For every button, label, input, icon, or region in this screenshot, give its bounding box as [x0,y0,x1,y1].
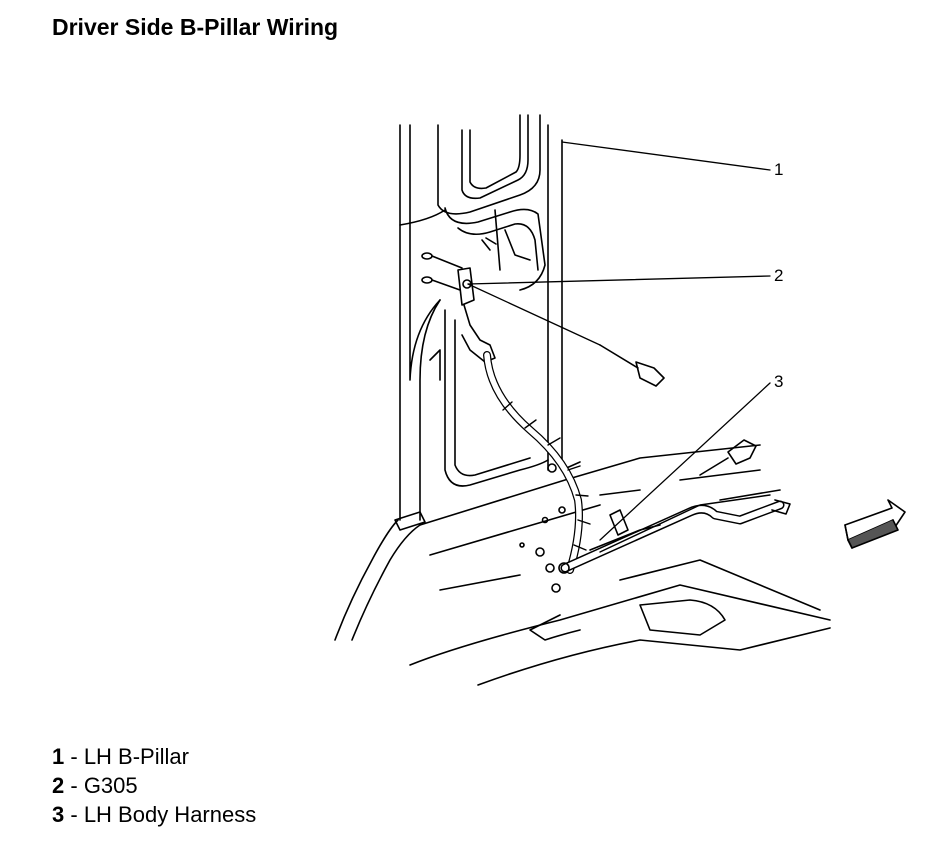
legend-number: 2 [52,773,65,798]
leader-3 [599,382,771,541]
legend-label: LH Body Harness [83,802,257,827]
legend-label: G305 [83,773,138,798]
legend-separator: - [64,773,84,798]
g305-ground-assembly [421,237,665,387]
leader-2 [467,275,771,285]
floor-pan [409,444,831,686]
legend-item: 2 - G305 [52,771,256,800]
legend: 1 - LH B-Pillar 2 - G305 3 - LH Body Har… [52,742,256,829]
legend-item: 3 - LH Body Harness [52,800,256,829]
leader-1 [561,141,771,171]
diagram-title: Driver Side B-Pillar Wiring [52,14,339,40]
lh-body-harness [483,351,791,574]
callout-3: 3 [774,372,784,391]
legend-number: 3 [52,802,65,827]
legend-label: LH B-Pillar [83,744,189,769]
legend-number: 1 [52,744,65,769]
legend-separator: - [64,744,84,769]
b-pillar-body [334,114,581,641]
legend-separator: - [64,802,84,827]
callout-1: 1 [774,160,784,179]
legend-item: 1 - LH B-Pillar [52,742,256,771]
leader-2b [467,283,601,346]
callout-2: 2 [774,266,784,285]
callout-leaders [467,141,771,541]
front-direction-arrow-icon [844,499,906,549]
